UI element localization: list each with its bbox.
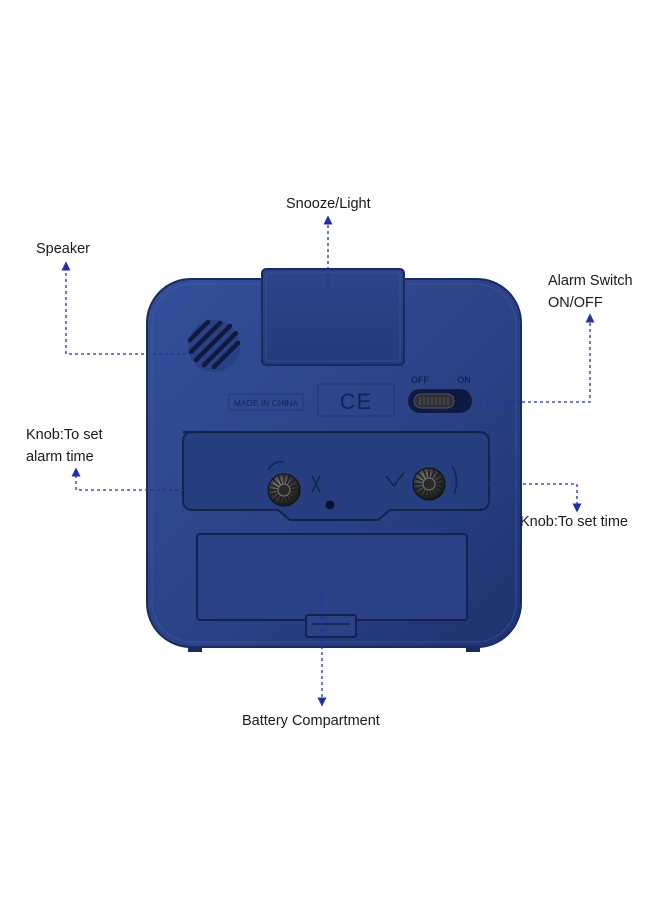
battery-compartment-label: Battery Compartment: [242, 713, 380, 729]
snooze-light-button[interactable]: [261, 268, 405, 366]
reset-hole: [325, 500, 335, 510]
knob-alarm-label-line2: alarm time: [26, 449, 94, 465]
knob-time-arrow: [445, 483, 582, 513]
ce-mark: CE: [340, 389, 373, 414]
time-set-knob[interactable]: [412, 467, 446, 501]
speaker-grille: [187, 319, 241, 372]
alarm-switch-label-line1: Alarm Switch: [548, 273, 633, 289]
knob-alarm-label-line1: Knob:To set: [26, 427, 103, 443]
alarm-switch-label: Alarm Switch ON/OFF: [548, 270, 633, 314]
switch-off-label: OFF: [411, 375, 429, 385]
battery-latch[interactable]: [305, 614, 357, 638]
knob-time-label: Knob:To set time: [520, 514, 628, 530]
knob-panel: [182, 431, 490, 521]
made-in-text: MADE IN CHINA: [234, 398, 299, 408]
alarm-switch-arrow: [474, 313, 595, 403]
battery-compartment-cover[interactable]: [196, 533, 468, 621]
alarm-switch-label-line2: ON/OFF: [548, 295, 603, 311]
snooze-light-inner: [265, 272, 401, 362]
made-in-box: [228, 393, 304, 411]
snooze-light-label: Snooze/Light: [286, 196, 371, 212]
alarm-set-knob[interactable]: [267, 473, 301, 507]
knob-alarm-label: Knob:To set alarm time: [26, 424, 103, 468]
knob-alarm-arrow: [71, 467, 268, 491]
speaker-label: Speaker: [36, 241, 91, 257]
switch-on-label: ON: [457, 375, 471, 385]
speaker-arrow: [61, 261, 192, 355]
ce-box: [317, 383, 395, 417]
